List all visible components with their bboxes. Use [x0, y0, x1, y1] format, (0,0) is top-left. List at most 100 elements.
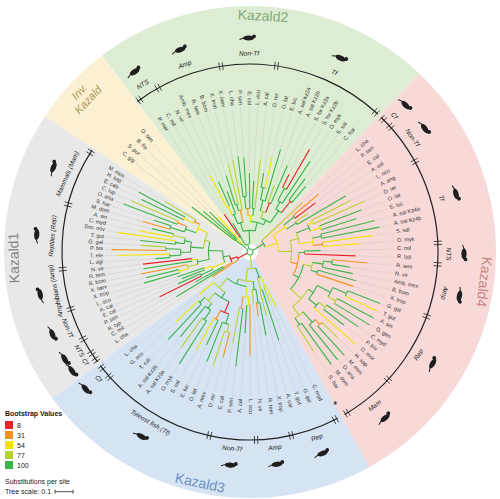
branch	[143, 222, 170, 230]
branch	[184, 218, 194, 223]
group-label: Amp	[268, 444, 282, 452]
branch	[118, 232, 176, 241]
branch	[252, 181, 253, 209]
silhouette-body	[34, 229, 40, 240]
legend-text: 31	[17, 432, 25, 439]
leader-line	[114, 200, 122, 203]
branch-arc	[328, 288, 333, 297]
branch	[282, 161, 310, 203]
taxon-label: C. myd	[310, 384, 323, 402]
ring-tick	[136, 98, 141, 104]
animal-silhouette	[376, 411, 393, 426]
leader-line	[180, 350, 196, 379]
leader-line	[215, 111, 228, 164]
ring-tick	[68, 309, 76, 311]
branch	[227, 325, 229, 332]
taxon-label: X. laev	[217, 90, 226, 108]
scale-caption: Substitutions per site	[5, 478, 70, 485]
branch	[176, 243, 185, 244]
ring-tick	[98, 364, 104, 369]
taxon-label: C. mil	[397, 246, 411, 252]
branch	[247, 209, 248, 216]
leader-line	[191, 120, 218, 181]
branch	[295, 318, 299, 325]
clade-title: Kazald2	[238, 8, 289, 26]
silhouette-head	[144, 435, 149, 440]
ring-tick	[384, 378, 390, 383]
branch	[261, 276, 265, 285]
leader-line	[351, 267, 393, 273]
animal-silhouette	[313, 448, 330, 459]
branch	[170, 255, 181, 257]
branch	[233, 308, 240, 344]
branch	[286, 149, 309, 189]
leader-line	[338, 361, 341, 365]
branch	[213, 260, 239, 277]
branch	[304, 264, 312, 266]
branch	[252, 209, 254, 216]
branch	[250, 216, 251, 222]
leader-line	[351, 186, 379, 200]
silhouette-head	[457, 196, 462, 201]
taxon-label: S. sal	[395, 228, 409, 236]
branch-arc	[273, 236, 278, 252]
animal-silhouette	[125, 65, 142, 79]
ring-tick	[158, 84, 162, 91]
animal-silhouette	[455, 287, 464, 304]
branch-arc	[230, 256, 232, 263]
leader-line	[168, 132, 224, 213]
taxon-label: D. rer	[207, 394, 216, 409]
taxon-label: T. ele	[90, 253, 103, 259]
branch	[253, 244, 264, 251]
branch	[313, 262, 323, 264]
legend-swatch	[5, 421, 13, 429]
group-label: Tf	[436, 195, 444, 202]
taxon-label: A. cal	[237, 399, 244, 413]
legend-text: 8	[17, 422, 21, 429]
branch	[248, 244, 250, 249]
leader-line	[272, 111, 283, 157]
branch-arc	[312, 238, 313, 245]
branch-arc	[295, 312, 303, 318]
clade-name: Kazald4	[473, 256, 495, 308]
branch-arc	[289, 200, 292, 202]
scale-bar	[55, 490, 73, 494]
branch	[273, 227, 285, 236]
ring-tick	[94, 359, 101, 364]
ring-tick	[434, 262, 442, 263]
branch	[311, 270, 317, 272]
clade-name: Kazald1	[5, 233, 22, 284]
branch	[143, 261, 192, 269]
group-label: Rep	[310, 433, 324, 443]
leader-line	[117, 195, 130, 201]
branch-arc	[278, 201, 282, 204]
branch	[124, 204, 177, 224]
ring-tick	[254, 436, 255, 444]
branch	[155, 257, 169, 259]
branch	[213, 331, 224, 366]
leader-line	[111, 212, 142, 221]
branch	[234, 214, 238, 223]
branch-arc	[232, 214, 235, 215]
branch	[310, 228, 320, 231]
branch-arc	[260, 211, 265, 213]
silhouette-head	[386, 411, 391, 416]
ring-tick	[257, 436, 258, 444]
branch	[323, 261, 332, 262]
taxon-label: P. bis	[90, 246, 103, 252]
leader-line	[135, 163, 191, 206]
taxon-label: N. vir	[256, 399, 263, 412]
branch	[332, 260, 367, 263]
taxon-label: A. sal Kz4b	[394, 216, 422, 227]
ring-tick	[422, 316, 429, 319]
branch-arc	[311, 262, 313, 270]
branch	[313, 201, 365, 224]
branch-arc	[309, 286, 318, 299]
branch	[226, 175, 235, 205]
silhouette-head	[35, 287, 39, 291]
branch-arc	[246, 208, 250, 209]
branch	[208, 303, 212, 308]
branch	[319, 302, 325, 307]
ring-tick	[411, 158, 418, 162]
branch	[117, 254, 169, 255]
